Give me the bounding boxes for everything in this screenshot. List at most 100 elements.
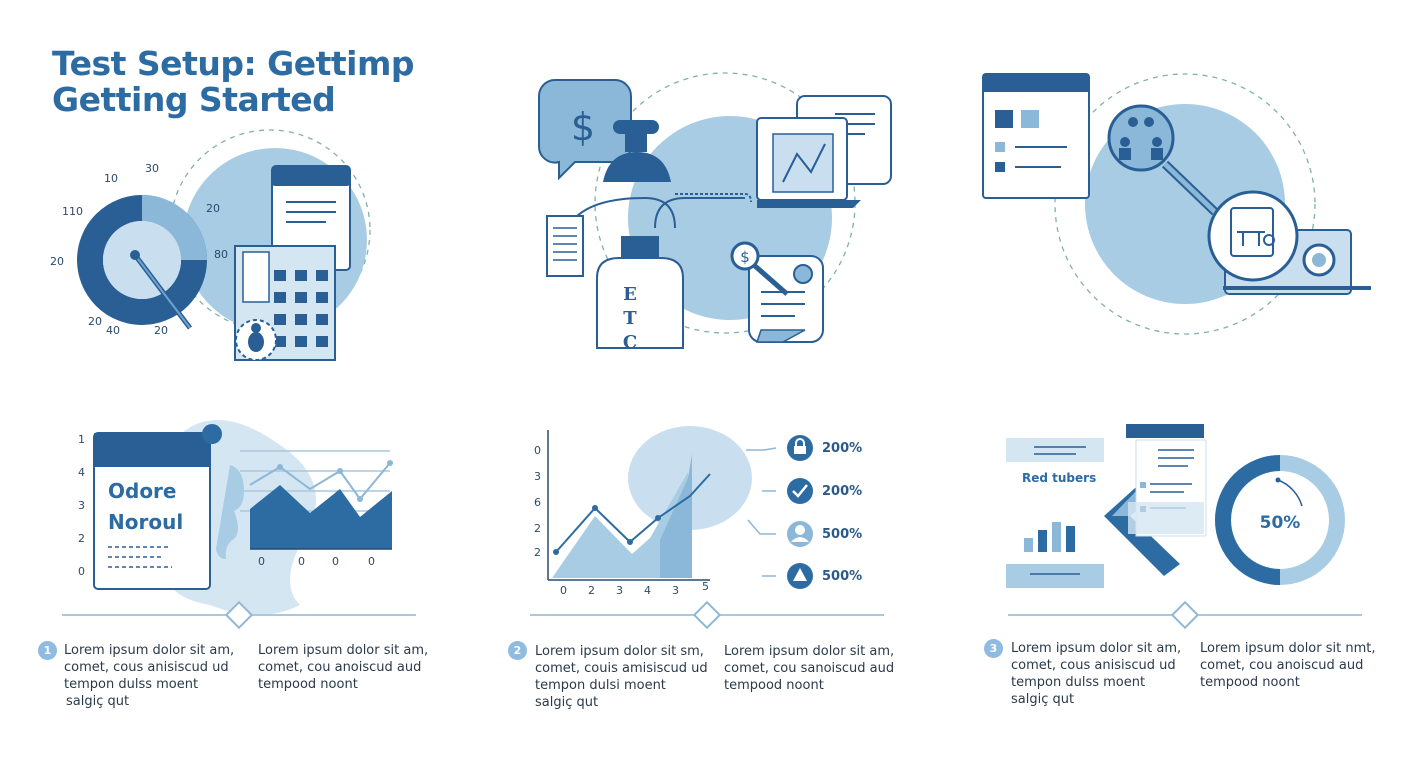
text-line: Lorem ipsum dolor sit nmt, [1200,641,1376,656]
report-icon: Red tubers [1006,438,1104,588]
gauge-tick: 20 [50,255,64,268]
text-line: tempood noont [258,677,358,692]
gauge-tick: 110 [62,205,83,218]
chart2-y-tick: 6 [534,496,541,509]
chart1-illustration: 1 4 3 2 0 0 0 0 0 Odore Noroul [78,420,393,615]
text-line: comet, couis amisiscud ud [535,661,708,676]
chart2-x-tick: 3 [672,584,679,597]
text-line: comet, cous anisiscud ud [64,660,229,675]
text-line: Lorem ipsum dolor sit sm, [535,644,704,659]
panel1-illustration: 10 30 110 20 20 80 20 40 20 [50,129,371,361]
chart2-x-tick: 3 [616,584,623,597]
chart3-illustration: Red tubers 50% [1006,424,1345,588]
chart1-y-tick: 1 [78,433,85,446]
stat-value: 200% [822,484,863,499]
chart1-x-tick: 0 [298,555,305,568]
card-title-line-1: Odore [108,479,177,503]
chart2-x-tick: 2 [588,584,595,597]
chart2-y-tick: 2 [534,546,541,559]
text-line: tempon dulss moent [1011,675,1146,690]
triangle-icon [787,563,813,589]
pencil-icon [130,250,192,330]
text-line: comet, cous anisiscud ud [1011,658,1176,673]
document-projector-icon [1207,190,1371,295]
chart1-y-tick: 0 [78,565,85,578]
gauge-tick: 30 [145,162,159,175]
chart1-x-tick: 0 [258,555,265,568]
text-line: salgiç qut [1011,692,1075,707]
chart1-x-tick: 0 [332,555,339,568]
jar-label: E [623,284,637,305]
divider-diamond [1170,600,1200,630]
text-line: tempood noont [724,678,824,693]
lock-icon [787,435,813,461]
step-1-text-col1: Lorem ipsum dolor sit am, comet, cous an… [64,642,254,710]
chart2-x-tick: 0 [560,584,567,597]
gauge-tick: 10 [104,172,118,185]
dollar-chat-icon: $ [537,79,632,181]
sheet-icon [1126,424,1207,537]
step-3-text-col2: Lorem ipsum dolor sit nmt, comet, cou an… [1200,640,1390,691]
donut-chart: 50% [1215,455,1345,585]
text-line: comet, cou sanoiscud aud [724,661,895,676]
step-number-1: 1 [38,641,57,660]
text-line: tempon dulsi moent [535,678,666,693]
step-2-text-col2: Lorem ipsum dolor sit am, comet, cou san… [724,643,914,694]
step-3-text-col1: Lorem ipsum dolor sit am, comet, cous an… [1011,640,1201,708]
panel3-illustration [982,73,1371,335]
text-line: comet, cou anoiscud aud [258,660,422,675]
report-title: Red tubers [1022,471,1096,485]
donut-gauge-icon [77,195,207,325]
text-line: salgiç qut [66,694,130,709]
stat-value: 500% [822,527,863,542]
text-line: tempon dulss moent [64,677,199,692]
laptop-chart-icon [756,95,892,208]
svg-text:$: $ [740,248,750,266]
user-icon [787,521,813,547]
svg-text:$: $ [571,105,595,149]
step-number-3: 3 [984,639,1003,658]
panel2-illustration: $ E T C $ [537,72,892,353]
info-card: Odore Noroul [93,424,222,590]
gauge-tick: 20 [88,315,102,328]
stamp-icon [603,120,671,182]
title-line-1: Test Setup: Gettimp [52,44,414,83]
chart1-y-tick: 3 [78,499,85,512]
jar-label: C [623,332,637,353]
chart2-x-tick: 4 [644,584,651,597]
gauge-tick: 20 [206,202,220,215]
chart2-y-tick: 2 [534,522,541,535]
gauge-tick: 80 [214,248,228,261]
page-title: Test Setup: Gettimp Getting Started [52,46,414,118]
text-line: Lorem ipsum dolor sit am, [258,643,429,658]
browser-window-icon [982,73,1090,199]
text-line: Lorem ipsum dolor sit am, [724,644,895,659]
flask-icon: E T C [596,236,684,353]
chart2-x-tick: 5 [702,580,709,593]
text-line: salgiç qut [535,695,599,710]
stat-value: 200% [822,441,863,456]
gauge-tick: 20 [154,324,168,337]
receipt-search-icon: $ [730,241,824,343]
team-magnifier-icon [1107,104,1219,216]
step-1-text-col2: Lorem ipsum dolor sit am, comet, cou ano… [258,642,448,693]
text-line: tempood noont [1200,675,1300,690]
document-icon [271,165,351,271]
text-line: Lorem ipsum dolor sit am, [64,643,235,658]
jar-label: T [623,308,637,329]
card-title-line-2: Noroul [108,510,183,534]
bug-icon [235,319,277,361]
chart1-x-tick: 0 [368,555,375,568]
donut-label: 50% [1260,513,1301,533]
gauge-tick: 40 [106,324,120,337]
chart1-y-tick: 4 [78,466,85,479]
check-icon [787,478,813,504]
text-line: Lorem ipsum dolor sit am, [1011,641,1182,656]
stat-value: 500% [822,569,863,584]
text-line: comet, cou anoiscud aud [1200,658,1364,673]
chart2-y-tick: 3 [534,470,541,483]
step-number-2: 2 [508,641,527,660]
step-2-text-col1: Lorem ipsum dolor sit sm, comet, couis a… [535,643,725,711]
title-line-2: Getting Started [52,80,336,119]
chart2-y-tick: 0 [534,444,541,457]
